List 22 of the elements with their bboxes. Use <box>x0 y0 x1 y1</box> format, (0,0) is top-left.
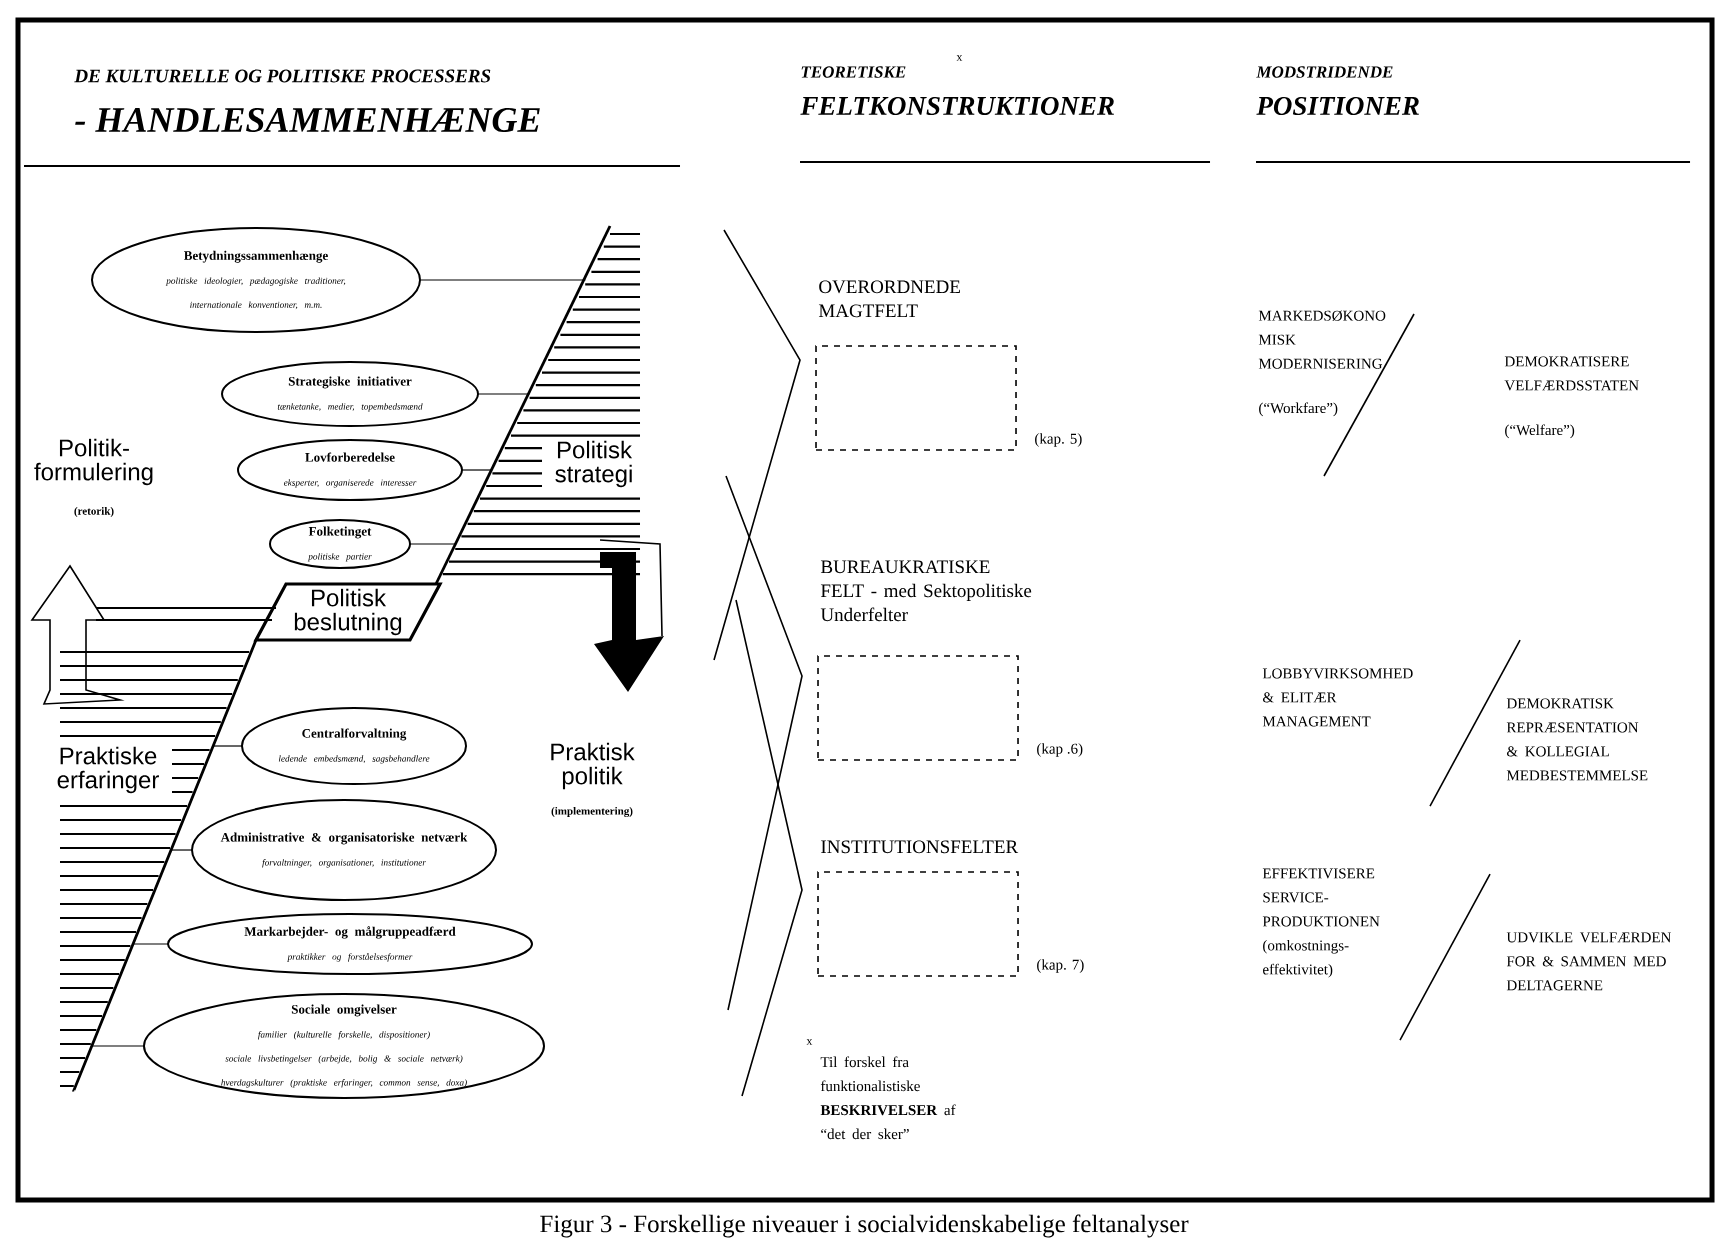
column-heading: TEORETISKE <box>801 66 906 78</box>
column-heading: MODSTRIDENDE <box>1256 66 1393 78</box>
column-heading: FELTKONSTRUKTIONER <box>800 96 1114 116</box>
side-label: Politik- formulering <box>34 438 153 486</box>
leader-line <box>132 943 169 945</box>
leader-line <box>409 543 457 545</box>
leader-line <box>477 393 530 395</box>
caption: Figur 3 - Forskellige niveauer i socialvidenskabelige feltanalyser <box>540 1214 1189 1238</box>
heading: DE KULTURELLE OG POLITISKE PROCESSERS <box>74 69 491 83</box>
leader-line <box>461 469 493 471</box>
node-label: INSTITUTIONSFELTER <box>821 840 1019 854</box>
column-heading: POSITIONER <box>1256 96 1419 116</box>
heading: - HANDLESAMMENHÆNGE <box>75 107 540 133</box>
leader-line <box>91 1045 145 1047</box>
leader-line <box>170 849 193 851</box>
node-label: Politisk strategi <box>555 440 633 488</box>
side-label: Praktisk politik <box>551 742 635 790</box>
hatched-band: Politisk strategi <box>434 225 646 585</box>
node-label: BUREAUKRATISKE FELT - med Sektopolitiske Underfelter <box>820 560 1032 622</box>
node-label: OVERORDNEDE MAGTFELT <box>818 280 960 318</box>
leader-line <box>420 279 586 281</box>
leader-line <box>212 745 243 747</box>
